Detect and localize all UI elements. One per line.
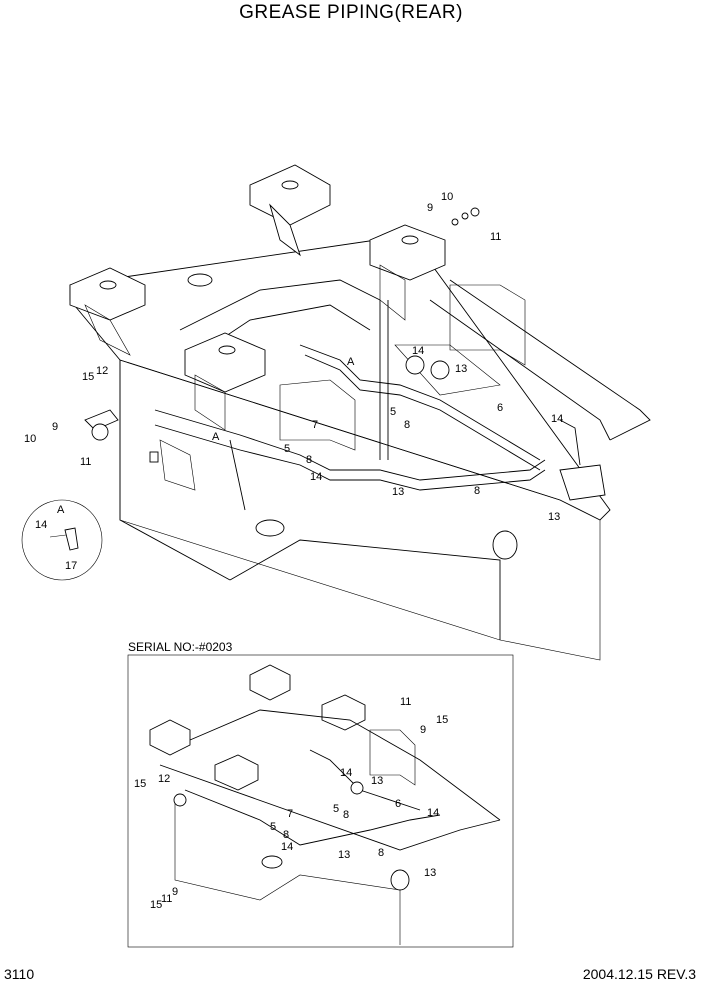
callout: 9 <box>420 724 426 736</box>
main-frame-drawing <box>69 164 651 661</box>
callout: 5 <box>333 803 339 815</box>
inset-frame <box>127 654 514 948</box>
callout: 8 <box>474 485 480 497</box>
callout: 15 <box>82 371 94 383</box>
callout: 10 <box>441 191 453 203</box>
callout: 12 <box>158 773 170 785</box>
callout: 13 <box>371 775 383 787</box>
inset-drawing <box>149 664 501 945</box>
callout: 7 <box>287 808 293 820</box>
callout: A <box>212 431 220 443</box>
callout: 14 <box>281 841 293 853</box>
callout: 14 <box>427 807 439 819</box>
callout: 13 <box>424 867 436 879</box>
callout: 14 <box>340 767 352 779</box>
callout: 11 <box>80 456 91 468</box>
callout: 8 <box>404 419 410 431</box>
main-callouts: 10 9 11 14 13 A 5 8 6 14 7 5 8 14 13 8 1… <box>24 191 563 523</box>
serial-label: SERIAL NO:-#0203 <box>128 640 233 654</box>
page-number: 3110 <box>4 966 35 982</box>
callout: 12 <box>96 365 108 377</box>
callout: 11 <box>161 893 172 905</box>
inset-callouts: 11 15 9 14 13 6 14 15 12 5 8 7 5 8 14 13… <box>134 696 448 911</box>
callout: 8 <box>283 829 289 841</box>
callout: 11 <box>400 696 411 708</box>
callout: 5 <box>390 406 396 418</box>
callout: 15 <box>134 778 146 790</box>
callout: 13 <box>392 486 404 498</box>
callout: 15 <box>436 714 448 726</box>
callout: 14 <box>551 413 563 425</box>
callout: 14 <box>35 519 47 531</box>
callout: 6 <box>395 798 401 810</box>
detail-a <box>21 499 103 581</box>
callout: A <box>347 356 355 368</box>
callout: 15 <box>150 899 162 911</box>
callout: 5 <box>270 821 276 833</box>
date-revision: 2004.12.15 REV.3 <box>582 966 696 982</box>
callout: 10 <box>24 433 36 445</box>
detail-label: A <box>57 504 65 516</box>
page-title: GREASE PIPING(REAR) <box>239 2 463 23</box>
callout: 14 <box>310 471 322 483</box>
callout: 6 <box>497 402 503 414</box>
callout: 8 <box>378 847 384 859</box>
callout: 13 <box>548 511 560 523</box>
callout: 13 <box>455 363 467 375</box>
callout: 9 <box>172 886 178 898</box>
callout: 5 <box>284 443 290 455</box>
callout: 7 <box>312 419 318 431</box>
callout: 8 <box>343 809 349 821</box>
callout: 17 <box>65 560 77 572</box>
callout: 11 <box>490 231 501 243</box>
callout: 9 <box>52 421 58 433</box>
callout: 9 <box>427 202 433 214</box>
callout: 13 <box>338 849 350 861</box>
callout: 14 <box>412 345 424 357</box>
callout: 8 <box>306 454 312 466</box>
